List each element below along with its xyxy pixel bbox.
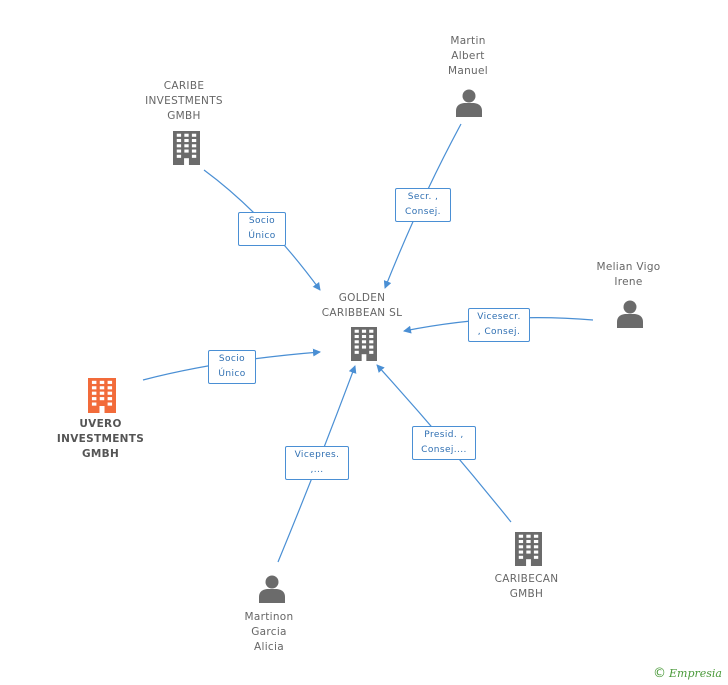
building-icon-uvero-investments[interactable] <box>88 378 116 413</box>
person-icon-melian-vigo-irene[interactable] <box>617 300 643 329</box>
building-icon-golden-caribbean[interactable] <box>351 327 377 361</box>
node-label-martin-albert-manuel[interactable]: Martin Albert Manuel <box>448 35 488 77</box>
edge-label-martinon-vicepres[interactable]: Vicepres. ,... <box>285 446 349 480</box>
edge-label-uvero-socio-unico[interactable]: Socio Único <box>208 350 256 384</box>
node-label-melian-vigo-irene[interactable]: Melian Vigo Irene <box>596 261 661 288</box>
node-label-caribe-investments[interactable]: CARIBE INVESTMENTS GMBH <box>145 80 223 122</box>
icons-layer <box>88 89 643 604</box>
node-label-uvero-investments[interactable]: UVERO INVESTMENTS GMBH <box>56 418 145 460</box>
building-icon-caribe-investments[interactable] <box>173 131 200 165</box>
edge-label-caribe-socio-unico[interactable]: Socio Único <box>238 212 286 246</box>
person-icon-martin-albert-manuel[interactable] <box>456 89 482 118</box>
edge-label-martin-secr-consej[interactable]: Secr. , Consej. <box>395 188 451 222</box>
empresia-watermark: ©Empresia <box>653 666 722 681</box>
building-icon-caribecan[interactable] <box>515 532 542 566</box>
node-label-golden-caribbean[interactable]: GOLDEN CARIBBEAN SL <box>321 292 403 319</box>
node-label-martinon-garcia-alicia[interactable]: Martinon Garcia Alicia <box>244 611 294 653</box>
brand-name: Empresia <box>669 667 722 680</box>
copyright-icon: © <box>653 666 666 681</box>
edge-label-caribecan-presid-consej[interactable]: Presid. , Consej.... <box>412 426 476 460</box>
person-icon-martinon-garcia-alicia[interactable] <box>259 575 285 604</box>
edge-label-melian-vicesecr-consej[interactable]: Vicesecr. , Consej. <box>468 308 530 342</box>
node-label-caribecan[interactable]: CARIBECAN GMBH <box>494 573 559 600</box>
